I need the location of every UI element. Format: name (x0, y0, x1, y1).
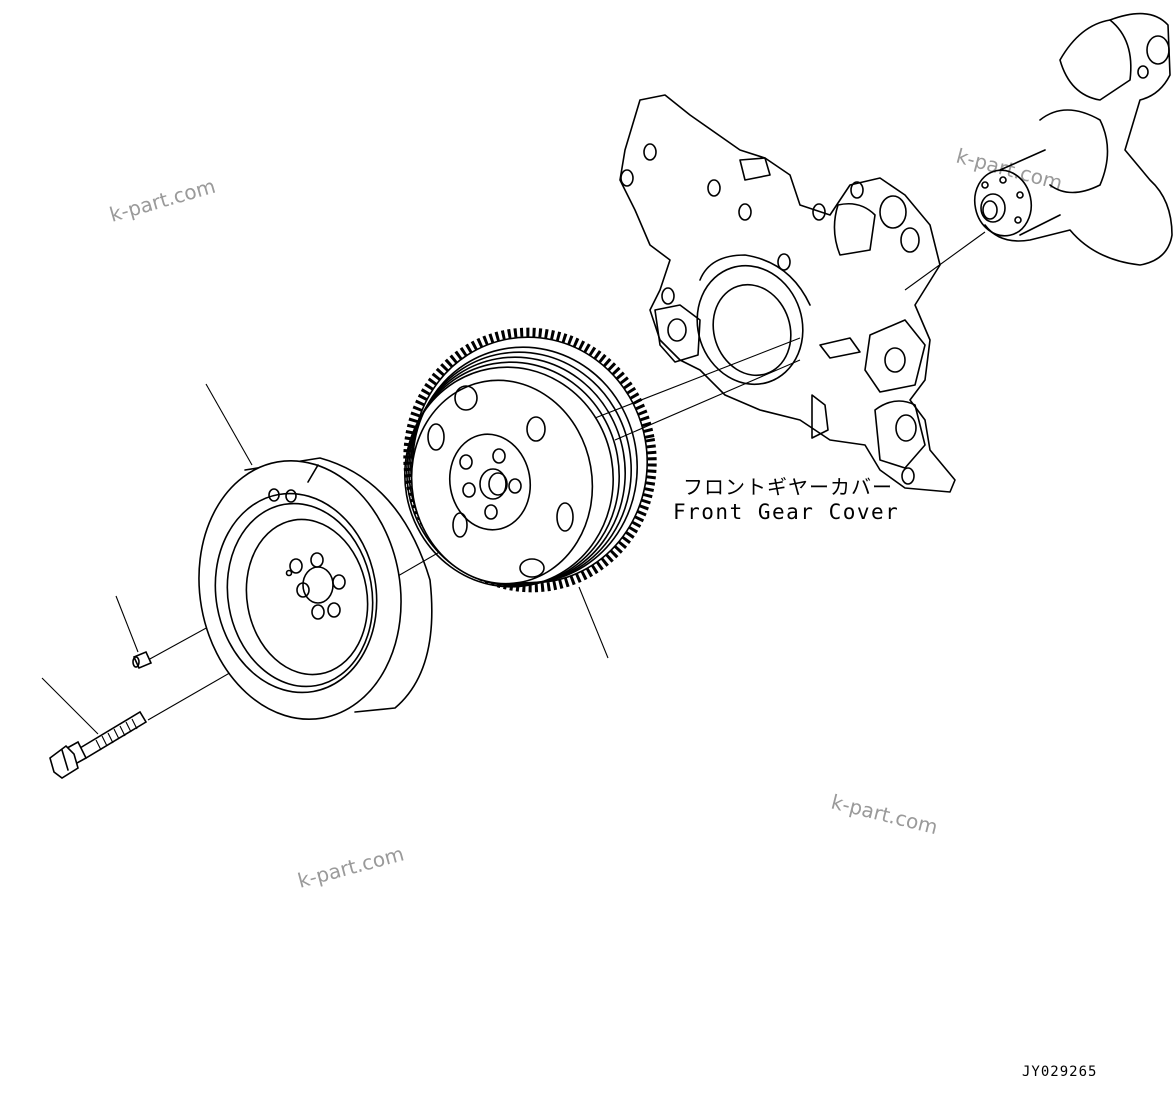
watermark-3: k-part.com (829, 790, 940, 840)
dowel-pin (132, 650, 153, 670)
watermark-1: k-part.com (107, 174, 218, 227)
crankshaft (973, 12, 1173, 266)
leader-lines (41, 383, 609, 735)
vibration-damper (198, 457, 433, 720)
watermark-4: k-part.com (295, 841, 406, 892)
front-gear-cover-label-jp: フロントギヤーカバー (683, 475, 893, 499)
front-gear-cover (619, 94, 956, 493)
front-gear-cover-label-en: Front Gear Cover (673, 500, 899, 524)
mounting-bolt (49, 710, 148, 779)
watermark-2: k-part.com (954, 144, 1065, 195)
crankshaft-pulley (403, 327, 657, 593)
drawing-code: JY029265 (1022, 1064, 1097, 1080)
